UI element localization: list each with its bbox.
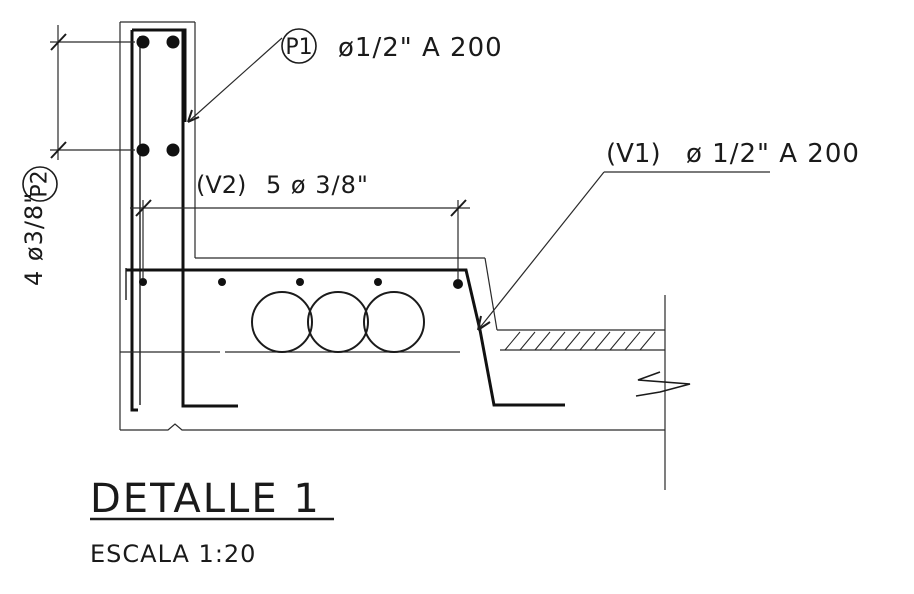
callout-p2-tag: P2 xyxy=(28,170,53,197)
callout-p1: P1 ø1/2" A 200 xyxy=(281,28,503,64)
hatched-step xyxy=(504,331,656,351)
column-rebar xyxy=(130,28,238,412)
void-tubes xyxy=(251,291,425,353)
slab-bar-dots xyxy=(139,278,463,289)
callout-v2-tag: (V2) xyxy=(196,171,246,199)
callout-p2-spec: 4 ø3/8" xyxy=(20,192,48,286)
callout-p1-spec: ø1/2" A 200 xyxy=(338,33,503,63)
right-wall xyxy=(497,295,691,490)
horizontal-dimension xyxy=(130,199,470,280)
vertical-dimension xyxy=(50,25,135,160)
callout-p1-circle xyxy=(281,28,317,64)
title-block: DETALLE 1 ESCALA 1:20 xyxy=(90,476,334,568)
leader-lines xyxy=(187,37,770,331)
callout-p1-tag: P1 xyxy=(285,35,312,60)
slab-outline xyxy=(119,257,665,431)
column-outline xyxy=(119,21,196,258)
column-bar-dots xyxy=(136,35,180,157)
callout-p2-circle xyxy=(22,166,58,202)
detail-title: DETALLE 1 xyxy=(90,476,321,522)
detail-scale: ESCALA 1:20 xyxy=(90,540,256,568)
slab-rebar xyxy=(125,268,565,407)
callout-v1-tag: (V1) xyxy=(606,139,661,169)
callout-v2-spec: 5 ø 3/8" xyxy=(266,171,369,199)
callout-v2: (V2) 5 ø 3/8" xyxy=(196,171,369,199)
callout-p2: P2 4 ø3/8" xyxy=(20,166,58,286)
callout-v1-spec: ø 1/2" A 200 xyxy=(686,139,860,169)
callout-v1: (V1) ø 1/2" A 200 xyxy=(606,139,860,169)
